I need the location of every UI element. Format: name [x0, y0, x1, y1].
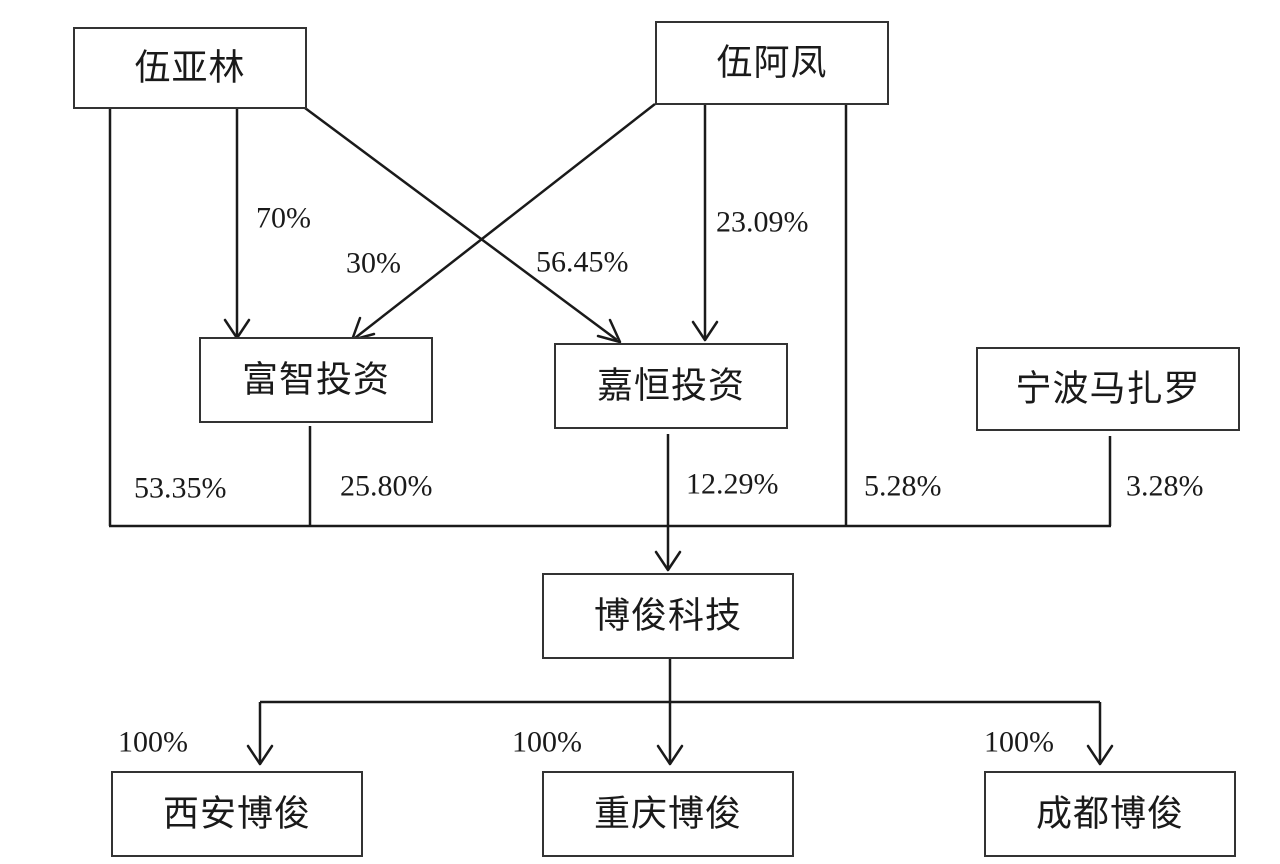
node-label: 富智投资 — [242, 360, 390, 401]
node-bojun-technology: 博俊科技 — [542, 573, 794, 659]
node-jiaheng-investment: 嘉恒投资 — [554, 343, 788, 429]
arrowhead-chongqing — [656, 744, 684, 766]
node-fuzhi-investment: 富智投资 — [199, 337, 433, 423]
label-yalin-fuzhi: 70% — [256, 202, 311, 235]
connector-yalin-jiaheng — [304, 106, 618, 342]
node-wu-afeng: 伍阿凤 — [655, 21, 889, 105]
label-bojun-chongqing: 100% — [512, 726, 582, 759]
node-label: 重庆博俊 — [594, 794, 742, 835]
label-bojun-xian: 100% — [118, 726, 188, 759]
arrowhead-afeng-jiaheng — [691, 320, 719, 342]
node-chongqing-bojun: 重庆博俊 — [542, 771, 794, 857]
node-label: 伍阿凤 — [716, 43, 827, 84]
node-label: 成都博俊 — [1036, 794, 1184, 835]
label-ningbo-bojun: 3.28% — [1126, 470, 1204, 503]
edge-labels: 70% 30% 56.45% 23.09% 53.35% 25.80% 12.2… — [118, 202, 1204, 759]
node-label: 博俊科技 — [594, 596, 742, 637]
node-label: 宁波马扎罗 — [1015, 369, 1200, 410]
arrowhead-yalin-jiaheng — [596, 318, 622, 344]
node-label: 伍亚林 — [134, 48, 245, 89]
node-xian-bojun: 西安博俊 — [111, 771, 363, 857]
label-afeng-bojun: 5.28% — [864, 470, 942, 503]
arrowhead-chengdu — [1086, 744, 1114, 766]
label-afeng-jiaheng: 23.09% — [716, 206, 809, 239]
node-wu-yalin: 伍亚林 — [73, 27, 307, 109]
connectors — [108, 103, 1112, 764]
label-yalin-jiaheng: 56.45% — [536, 246, 629, 279]
label-bojun-chengdu: 100% — [984, 726, 1054, 759]
label-fuzhi-bojun: 25.80% — [340, 470, 433, 503]
node-chengdu-bojun: 成都博俊 — [984, 771, 1236, 857]
label-yalin-bojun: 53.35% — [134, 472, 227, 505]
label-afeng-fuzhi: 30% — [346, 247, 401, 280]
arrowhead-bojun — [654, 550, 682, 572]
label-jiaheng-bojun: 12.29% — [686, 468, 779, 501]
node-label: 西安博俊 — [163, 794, 311, 835]
node-label: 嘉恒投资 — [597, 366, 745, 407]
connector-afeng-fuzhi — [354, 103, 656, 339]
node-ningbo-mazaluo: 宁波马扎罗 — [976, 347, 1240, 431]
arrowhead-xian — [246, 744, 274, 766]
